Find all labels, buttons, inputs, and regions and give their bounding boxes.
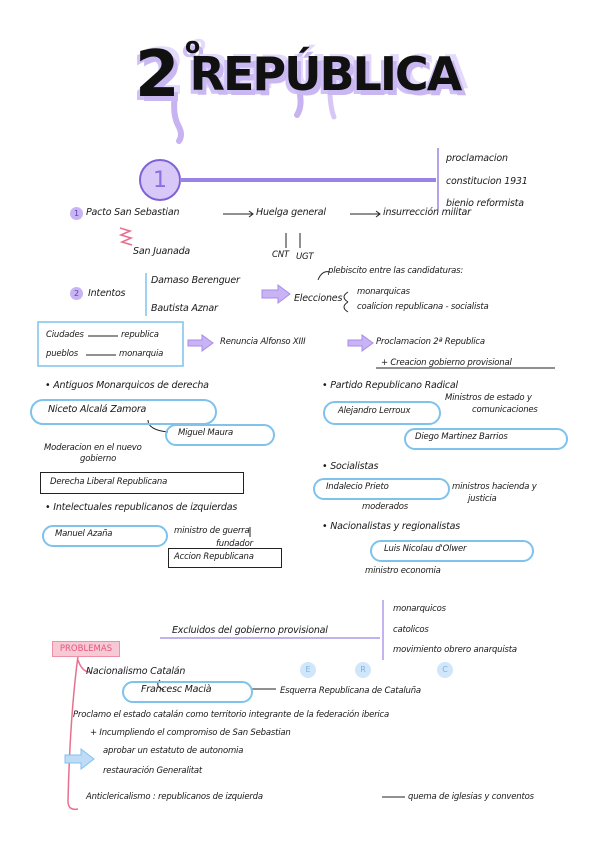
esquerra-text: Esquerra Republicana de Cataluña [280,686,421,696]
nacionalismo-text: Nacionalismo Catalán [86,666,186,677]
name-pill [313,478,450,500]
proclamo-text: Proclamo el estado catalán como territor… [73,710,390,720]
huelga-text: Huelga general [256,207,326,218]
jaca-text: San Juanada [133,246,191,257]
accion-text: Accion Republicana [174,552,254,562]
title-number: 2 [135,38,180,112]
title-drip [171,92,184,144]
hacienda-text: ministros hacienda y [452,482,537,492]
arrow-curve [317,271,331,281]
ministros-text: Ministros de estado y [445,393,532,403]
arrow-head [375,210,381,218]
quema-text: quema de iglesias y conventos [408,792,534,802]
antiguos-text: • Antiguos Monarquicos de derecha [45,380,209,391]
name-pill [370,540,534,562]
moderacion-text: gobierno [80,454,117,464]
letter-bubble: C [437,662,453,678]
ministros-text: comunicaciones [472,405,538,415]
intentos-label: Intentos [88,288,126,299]
results-box [37,321,184,367]
barrios-text: Diego Martinez Barrios [415,432,508,442]
renuncia-text: Renuncia Alfonso XIII [220,337,306,347]
excluidos-label: Excluidos del gobierno provisional [172,625,328,636]
title-ordinal: o [185,34,200,59]
pacto-text: Pacto San Sebastian [86,207,180,218]
pueblos-text: pueblos [46,349,78,359]
cnt-text: CNT [272,250,289,260]
problemas-badge: PROBLEMAS [52,641,120,657]
name-pill [165,424,275,446]
connector [157,679,165,691]
republica-text: republica [121,330,159,340]
nacionalistas-text: • Nacionalistas y regionalistas [322,521,461,532]
anticlericalismo-text: Anticlericalismo : republicanos de izqui… [86,792,263,802]
step-badge: 1 [70,207,83,220]
ciudades-text: Ciudades [46,330,84,340]
monarquia-text: monarquia [119,349,164,359]
intentos-name: Damaso Berenguer [151,275,240,286]
radical-text: • Partido Republicano Radical [322,380,458,391]
arrow-head [248,210,254,218]
gobierno-text: + Creacion gobierno provisional [381,358,512,368]
name-pill [323,401,441,425]
connector [147,419,169,433]
prieto-text: Indalecio Prieto [326,482,389,492]
plebiscito-text: plebiscito entre las candidaturas: [328,266,464,276]
socialistas-text: • Socialistas [322,461,379,472]
title-drip [327,92,337,120]
lerroux-text: Alejandro Lerroux [338,406,411,416]
moderados-text: moderados [362,502,409,512]
name-pill [404,428,568,450]
party-box [168,548,282,568]
ministro-text: ministro de guerra [174,526,250,536]
insurreccion-text: insurrección militar [383,207,471,218]
macia-text: Francesc Macià [141,684,212,695]
proclamacion-text: Proclamacion 2ª Republica [376,337,485,347]
pink-connector [77,659,91,673]
elecciones-text: Elecciones [294,293,343,304]
name-pill [30,399,217,425]
intelectuales-text: • Intelectuales republicanos de izquierd… [45,502,238,513]
azana-text: Manuel Azaña [55,529,113,539]
arrow-right-icon [187,334,214,352]
fundador-text: fundador [216,539,253,549]
ugt-text: UGT [296,252,314,262]
maura-text: Miguel Maura [178,428,234,438]
letter-bubble: E [300,662,316,678]
restauracion-text: restauración Generalitat [103,766,203,776]
section-number: 1 [153,168,167,193]
brace [343,291,349,313]
pink-connector [67,655,79,811]
option-text: coalicion republicana - socialista [357,302,489,312]
name-pill [122,681,253,703]
right-list-item: bienio reformista [446,198,524,209]
step-badge: 2 [70,287,83,300]
excluidos-item: monarquicos [393,604,446,614]
arrow-right-icon [347,334,374,352]
squiggle-icon [118,227,134,246]
party-box [40,472,244,494]
intentos-name: Bautista Aznar [151,303,218,314]
cumpliendo-text: + Incumpliendo el compromiso de San Seba… [90,728,291,738]
title-text: REPÚBLICA [189,47,463,101]
arrow-right-icon [261,284,291,304]
excluidos-item: movimiento obrero anarquista [393,645,517,655]
title-drip [294,92,304,118]
excluidos-item: catolicos [393,625,429,635]
justicia-text: justicia [468,494,497,504]
moderacion-text: Moderacion en el nuevo [44,443,142,453]
olivar-text: Luis Nicolau d'Olwer [384,544,467,554]
name-pill [42,525,168,547]
derecha-text: Derecha Liberal Republicana [50,477,168,487]
option-text: monarquicas [357,287,410,297]
letter-bubble: R [355,662,371,678]
right-list-item: constitucion 1931 [446,176,528,187]
arrow-right-icon [64,747,95,771]
niceto-text: Niceto Alcalá Zamora [48,404,147,415]
estatuto-text: aprobar un estatuto de autonomia [103,746,244,756]
right-list-item: proclamacion [446,153,508,164]
economia-text: ministro economia [365,566,441,576]
